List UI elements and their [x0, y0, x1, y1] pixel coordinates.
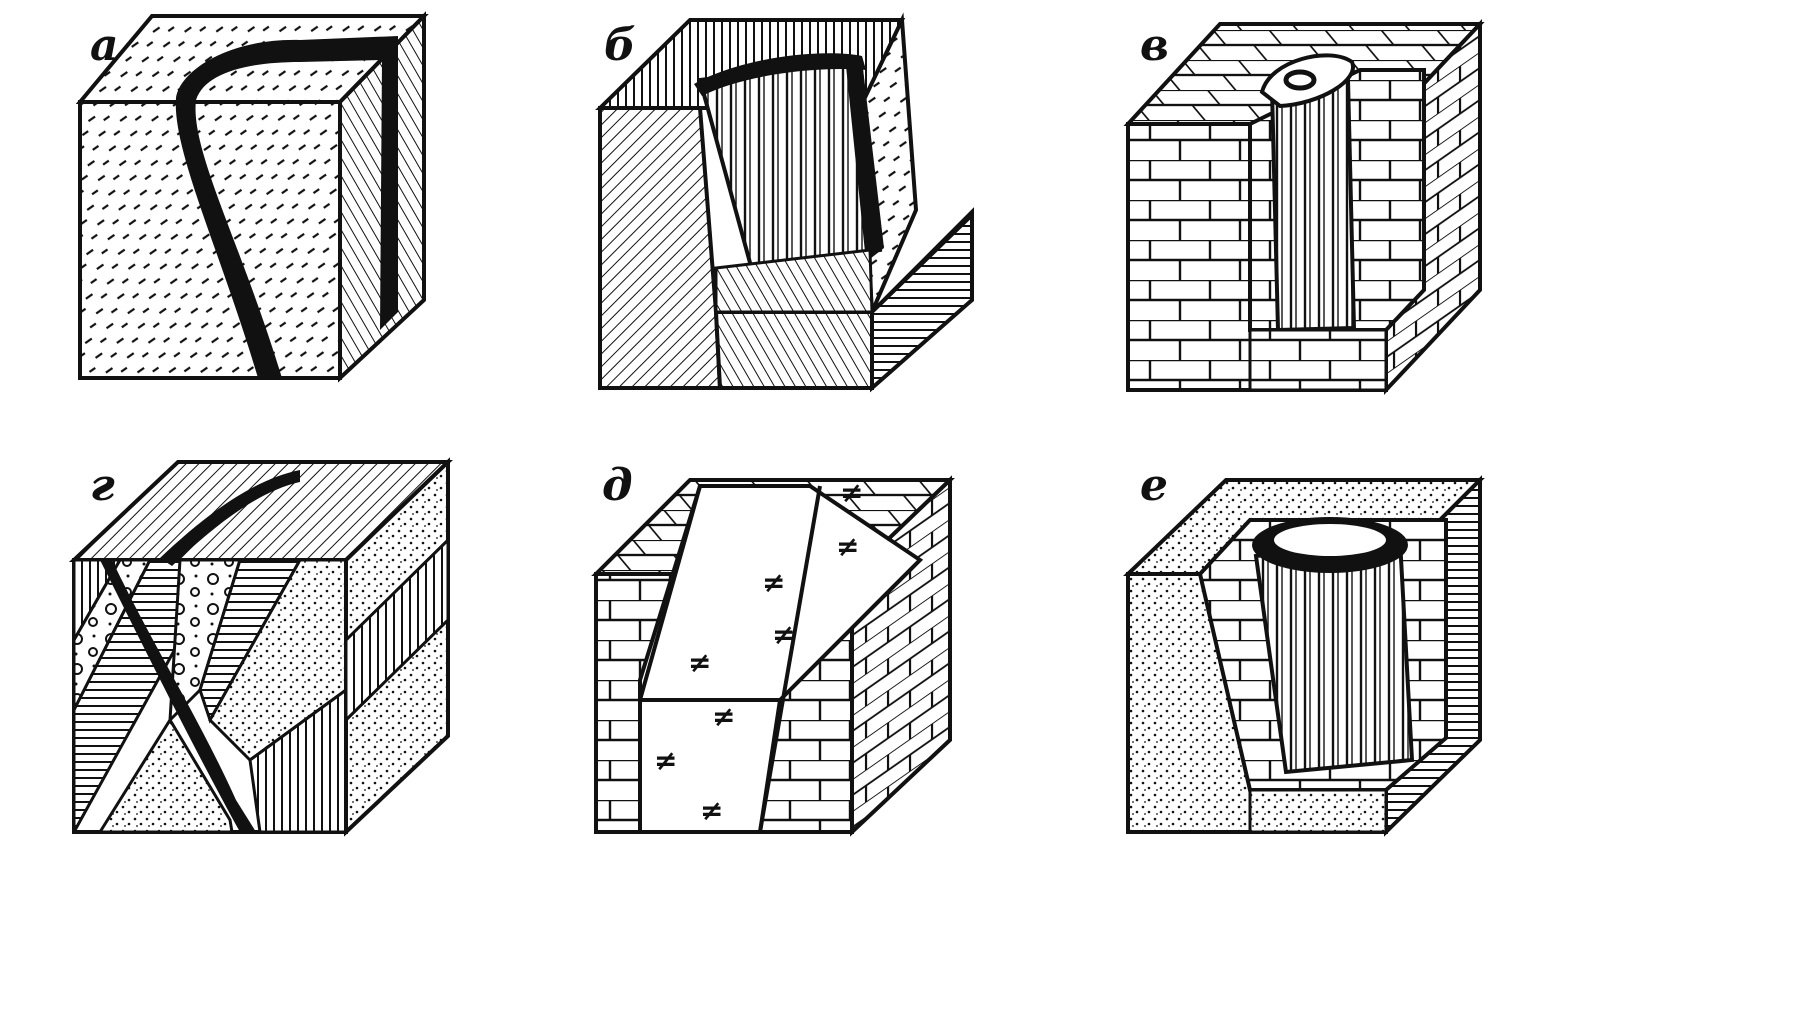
fracture-mark: ≠ — [654, 744, 677, 777]
panel-b: б — [595, 12, 974, 393]
fracture-mark: ≠ — [688, 646, 711, 679]
panel-label: в — [1140, 20, 1169, 71]
panel-label: е — [1140, 460, 1168, 511]
fracture-mark: ≠ — [836, 530, 859, 563]
fracture-mark: ≠ — [762, 566, 785, 599]
panel-e: е — [1123, 460, 1485, 837]
fault-line — [758, 485, 822, 833]
vein-g — [100, 560, 256, 832]
vein-g-branch — [160, 470, 300, 566]
block-v-step — [1248, 328, 1388, 392]
pipe-b-rim — [694, 53, 866, 96]
panel-g: г — [68, 457, 453, 837]
panel-v: в — [1123, 18, 1485, 396]
pipe-e-opening — [1274, 524, 1386, 556]
panel-label: а — [90, 20, 119, 71]
panel-label: д — [602, 460, 633, 511]
fracture-mark: ≠ — [840, 476, 863, 509]
layer-g-side-band — [344, 536, 450, 724]
fracture-mark: ≠ — [700, 794, 723, 827]
pipe-v-body — [1269, 77, 1357, 333]
block-b-floor — [714, 248, 874, 314]
pipe-b-shadow — [846, 60, 884, 262]
block-b-front — [598, 106, 723, 390]
fracture-mark: ≠ — [712, 700, 735, 733]
block-b-step-side — [870, 210, 974, 393]
panel-a: а — [75, 11, 429, 383]
vein-a — [175, 36, 398, 378]
layer-g-7 — [97, 717, 234, 834]
block-b-front-lower — [713, 310, 874, 390]
fault-line — [638, 485, 702, 701]
panel-label: г — [90, 460, 115, 511]
fracture-mark: ≠ — [772, 618, 795, 651]
panel-d: ≠ ≠ ≠ ≠ ≠ ≠ ≠ ≠ д — [591, 460, 955, 837]
pipe-v-center — [1283, 69, 1317, 91]
pipe-e-body — [1253, 537, 1415, 775]
block-e-step — [1248, 788, 1388, 834]
block-a-front — [78, 100, 342, 380]
panel-label: б — [604, 20, 636, 71]
